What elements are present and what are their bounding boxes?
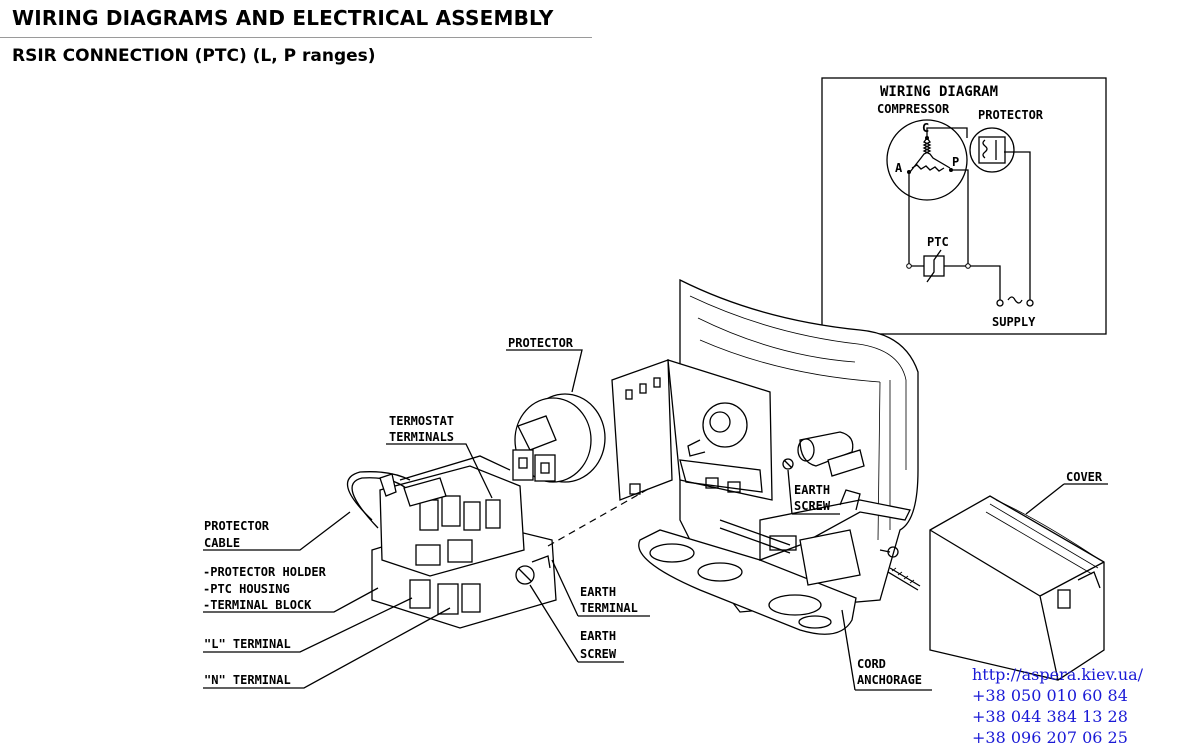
callout-l-terminal: "L" TERMINAL [204,637,291,651]
ptc-label: PTC [927,235,949,249]
leader-cord-anchorage [841,609,932,691]
supply-terminal-right [1026,299,1034,307]
contact-phone-3: +38 096 207 06 25 [972,728,1128,747]
callout-earth-terminal-1: EARTH [580,585,616,599]
protector-element [982,139,997,160]
callout-earth-screw-right-1: EARTH [794,483,830,497]
ptc-diagonal [926,249,942,283]
protector-part-drawing [512,393,606,483]
compressor-label: COMPRESSOR [877,102,950,116]
callout-earth-terminal-2: TERMINAL [580,601,638,615]
ptc-node-right [965,263,971,269]
callout-termostat-1: TERMOSTAT [389,414,454,428]
title-divider [0,37,592,38]
contact-url[interactable]: http://aspera.kiev.ua/ [972,665,1144,684]
callout-protector-cable-1: PROTECTOR [204,519,270,533]
callout-cover: COVER [1066,470,1103,484]
terminal-c-label: C [922,121,929,135]
contact-watermark: http://aspera.kiev.ua/ +38 050 010 60 84… [972,664,1143,748]
supply-terminal-left [996,299,1004,307]
callout-holder-3: -TERMINAL BLOCK [203,598,312,612]
callout-earth-screw-left-2: SCREW [580,647,617,661]
supply-label: SUPPLY [992,315,1036,329]
compressor-motor-symbol [886,119,968,201]
leader-earth-terminal [551,559,650,617]
leader-protector [506,349,583,393]
wiring-diagram-panel: WIRING DIAGRAM COMPRESSOR PROTECTOR C A … [821,77,1107,335]
callout-leaders [203,349,1108,691]
page-subtitle: RSIR CONNECTION (PTC) (L, P ranges) [12,46,376,66]
protector-symbol [969,127,1015,173]
leader-n-terminal [203,607,451,689]
leader-cover [1025,483,1108,515]
motor-winding-symbol [909,137,951,173]
callout-cord-1: CORD [857,657,886,671]
callout-termostat-2: TERMINALS [389,430,454,444]
leader-holder [203,587,379,613]
callout-cord-2: ANCHORAGE [857,673,922,687]
callout-n-terminal: "N" TERMINAL [204,673,291,687]
leader-l-terminal [203,597,413,653]
assembly-guide-line [547,487,651,547]
callout-holder-1: -PROTECTOR HOLDER [203,565,327,579]
protector-label-schematic: PROTECTOR [978,108,1044,122]
ptc-node-left [906,263,912,269]
contact-phone-1: +38 050 010 60 84 [972,686,1128,705]
schematic-wires [908,127,1031,300]
leader-earth-screw-left [529,584,624,663]
wiring-diagram-frame [821,77,1107,335]
leader-earth-screw-right [787,469,840,515]
ac-symbol [1007,296,1023,304]
page-title: WIRING DIAGRAMS AND ELECTRICAL ASSEMBLY [12,6,554,30]
callout-protector: PROTECTOR [508,336,574,350]
leader-termostat [386,443,493,499]
terminal-p-label: P [952,155,959,169]
cover-part-drawing [929,495,1105,681]
callout-protector-cable-2: CABLE [204,536,240,550]
wiring-diagram-title: WIRING DIAGRAM [880,84,998,100]
protector-switch-box [978,136,1006,164]
contact-phone-2: +38 044 384 13 28 [972,707,1128,726]
callout-earth-screw-left-1: EARTH [580,629,616,643]
callout-earth-screw-right-2: SCREW [794,499,831,513]
callout-holder-2: -PTC HOUSING [203,582,290,596]
ptc-symbol [923,255,945,277]
leader-protector-cable [203,511,351,551]
terminal-a-label: A [895,161,903,175]
terminal-block-drawing [346,455,557,629]
compressor-body-drawing [611,278,921,635]
